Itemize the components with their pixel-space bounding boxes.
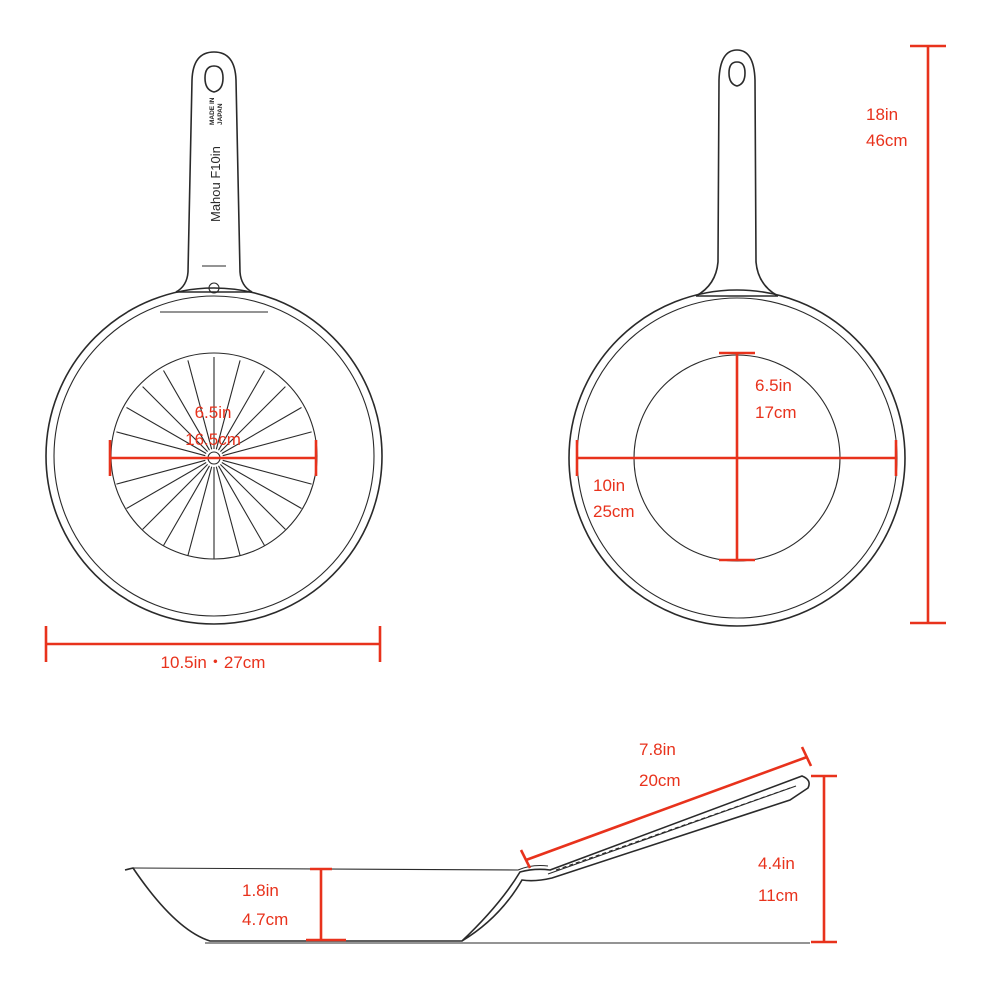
total-length-label-cm: 46cm — [866, 131, 908, 150]
handle-length-dimension — [519, 746, 813, 869]
base-ray — [116, 431, 206, 457]
base-ray-pattern — [113, 357, 315, 559]
overall-width-dimension — [44, 626, 382, 662]
base-ray — [215, 360, 241, 450]
base-ray — [221, 462, 302, 509]
depth-dimension — [306, 867, 346, 942]
pan-body-outline — [124, 775, 810, 942]
base-ray — [220, 464, 286, 530]
base-diameter-label-in: 6.5in — [755, 376, 792, 395]
base-ray — [222, 431, 312, 457]
base-ray — [221, 407, 302, 454]
base-ray — [163, 465, 210, 546]
handle-outline — [175, 51, 253, 293]
rim-diameter-label-in: 10in — [593, 476, 625, 495]
total-length-label-in: 18in — [866, 105, 898, 124]
handle-stitch-line — [555, 787, 791, 871]
base-ray — [218, 370, 265, 451]
origin-engraving-line2: JAPAN — [217, 103, 224, 125]
height-dimension — [811, 774, 837, 944]
inner-diameter-label-cm: 16.5cm — [185, 430, 241, 449]
height-label-cm: 11cm — [758, 886, 798, 905]
model-engraving: Mahou F10in — [208, 146, 223, 222]
inner-diameter-label-in: 6.5in — [195, 403, 232, 422]
base-diameter-dimension — [719, 351, 755, 562]
depth-label-cm: 4.7cm — [242, 910, 288, 929]
hanging-hole — [204, 65, 224, 93]
base-ray — [220, 386, 286, 452]
base-ray — [187, 466, 213, 556]
pan-rim-outer — [45, 287, 383, 625]
base-ray — [222, 459, 312, 485]
top-view-left: Mahou F10in MADE IN JAPAN 6.5in 16.5cm 1… — [44, 51, 383, 672]
base-ray — [116, 459, 206, 485]
total-length-dimension — [910, 44, 946, 625]
handle-length-label-cm: 20cm — [639, 771, 681, 790]
base-ray — [215, 466, 241, 556]
pan-rim-outer — [568, 289, 906, 627]
top-view-right: 6.5in 17cm 10in 25cm 18in 46cm — [568, 44, 946, 627]
base-ray — [142, 386, 208, 452]
origin-engraving-line1: MADE IN — [209, 97, 216, 125]
side-view: 1.8in 4.7cm 7.8in 20cm 4.4in 11cm — [124, 740, 837, 944]
base-ray — [163, 370, 210, 451]
handle-length-label-in: 7.8in — [639, 740, 676, 759]
depth-label-in: 1.8in — [242, 881, 279, 900]
pan-rim-inner — [53, 295, 375, 617]
base-diameter-label-cm: 17cm — [755, 403, 797, 422]
rim-diameter-label-cm: 25cm — [593, 502, 635, 521]
inner-diameter-dimension — [108, 440, 318, 476]
base-ray — [126, 407, 207, 454]
base-ray — [218, 465, 265, 546]
base-ray — [142, 464, 208, 530]
base-ray — [126, 462, 207, 509]
handle-outline — [695, 49, 779, 297]
height-label-in: 4.4in — [758, 854, 795, 873]
pan-body-inner — [132, 864, 549, 871]
overall-width-label: 10.5in・27cm — [161, 653, 266, 672]
base-ray — [187, 360, 213, 450]
hanging-hole — [728, 61, 746, 87]
